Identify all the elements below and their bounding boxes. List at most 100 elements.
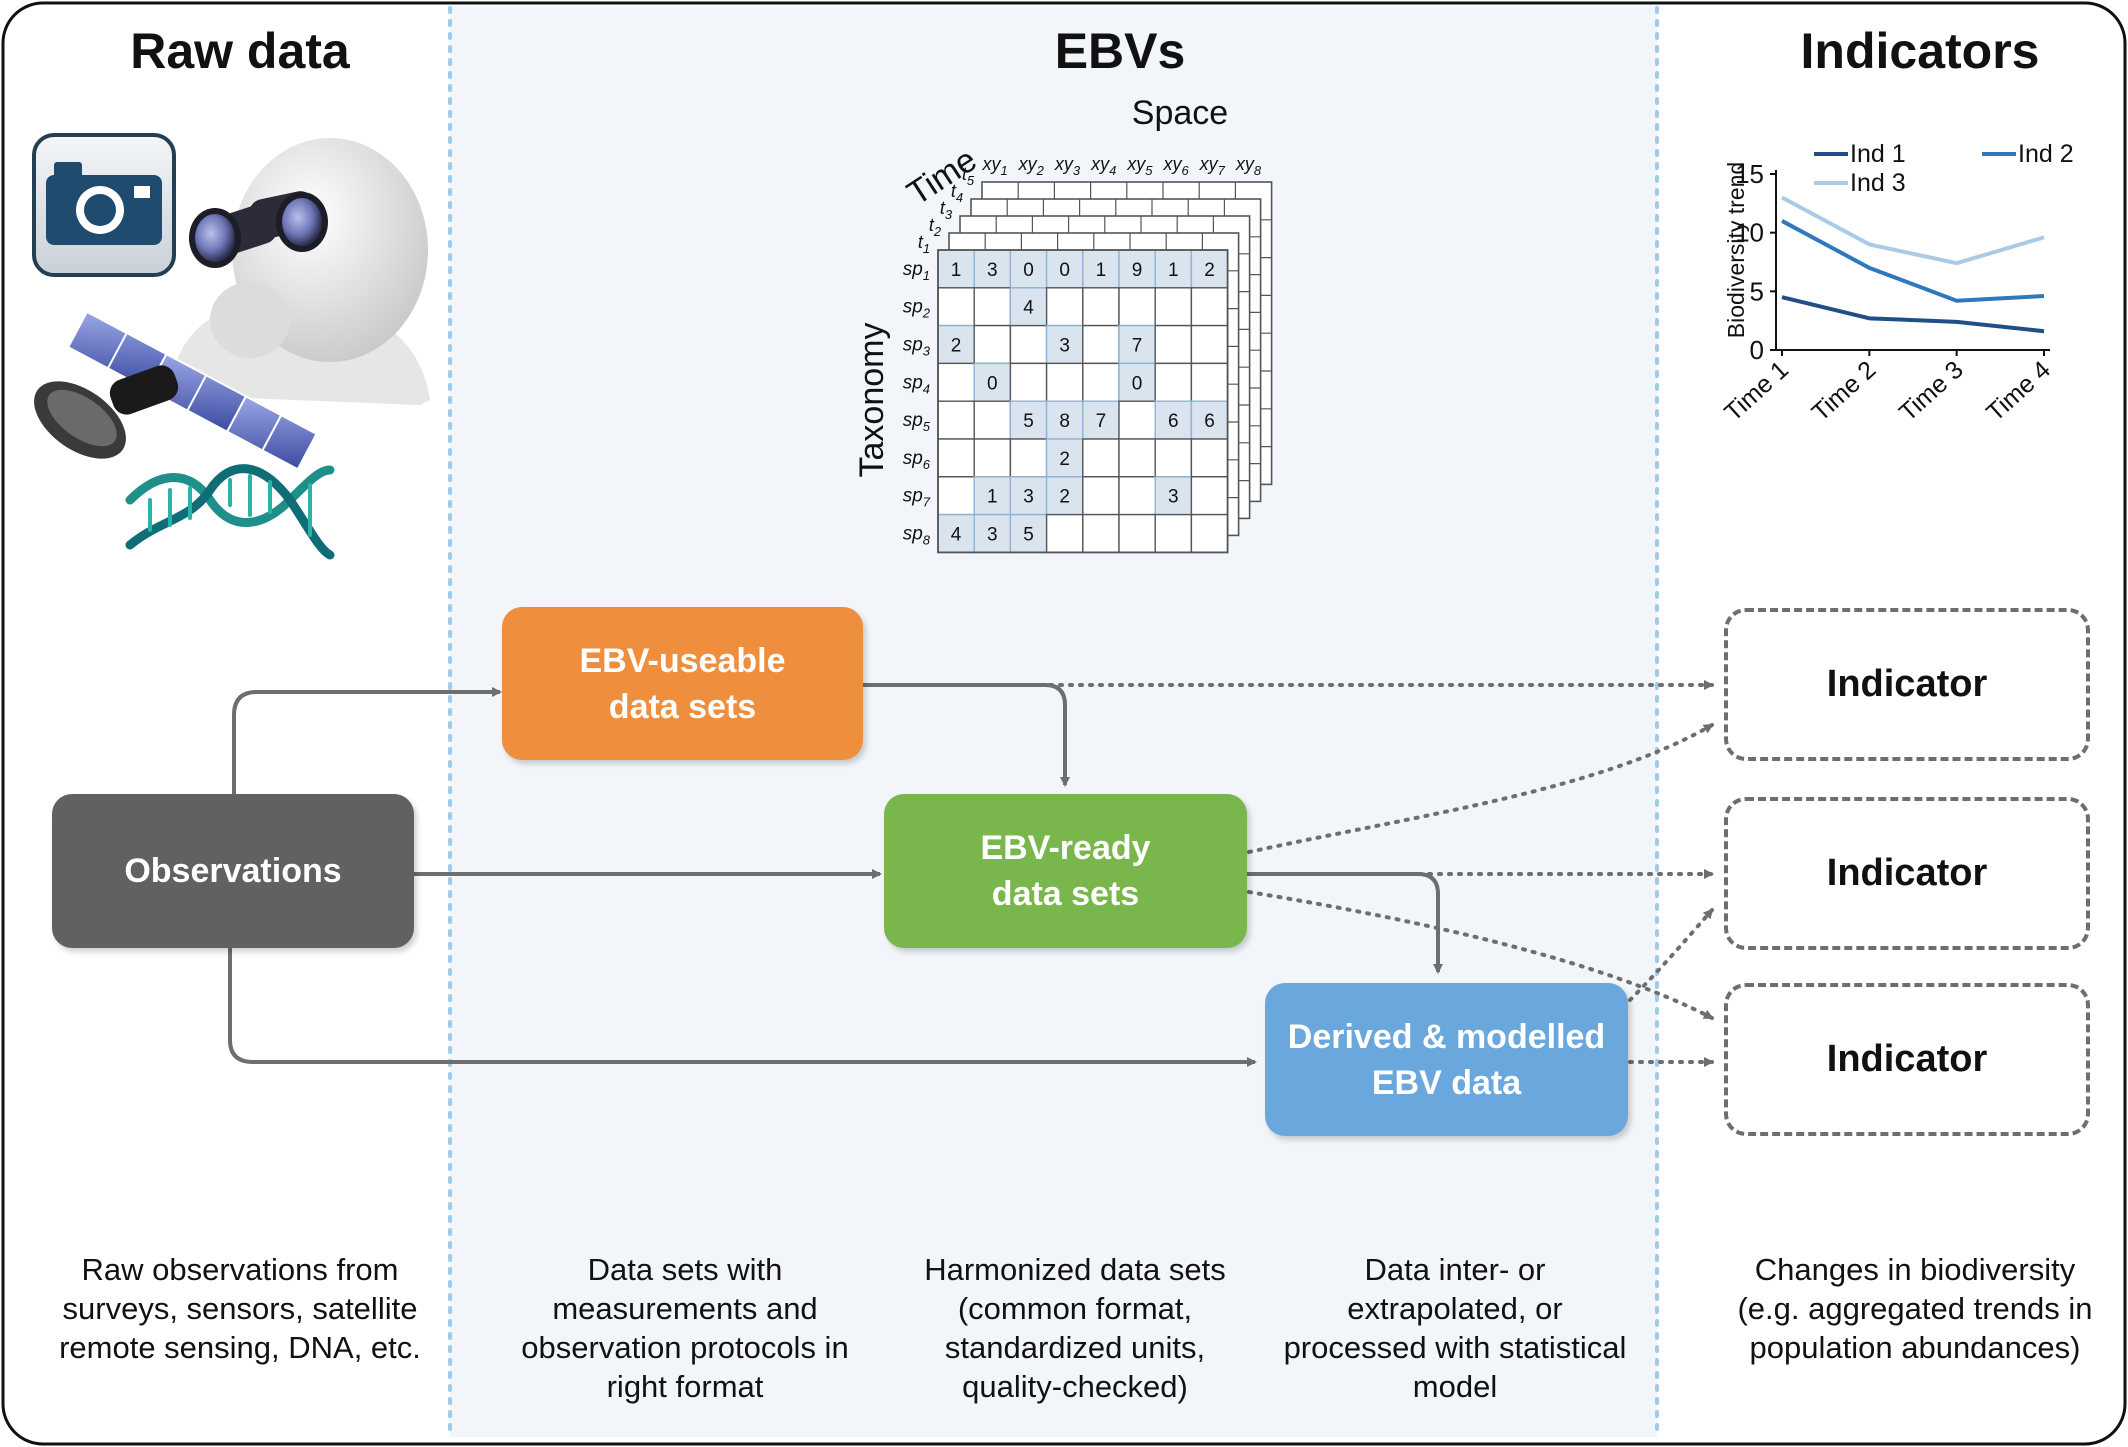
species-label: sp8 [903,524,931,548]
chart-y-axis-label: Biodiversity trend [1723,162,1749,338]
cube-cell [1190,287,1229,327]
cube-cell [1082,438,1120,478]
cube-cell [1154,362,1193,402]
cube-value: 0 [1132,373,1143,394]
cube-value: 6 [1204,411,1215,432]
cube-cell [1009,513,1048,554]
cube-cell [1045,287,1084,327]
ebvs-title: EBVs [1054,23,1186,79]
species-label: sp4 [903,372,930,396]
binoculars-person-icon [170,138,430,405]
ready-line-2: data sets [991,875,1140,913]
species-label: sp6 [903,448,931,472]
cube-value: 3 [1023,487,1034,508]
cube-value: 6 [1168,411,1179,432]
space-tick-label: xy6 [1162,154,1189,178]
caption-ready: Harmonized data sets (common format, sta… [880,1250,1270,1406]
cube-cell [1154,438,1193,478]
cube-cell [1190,476,1229,516]
caption-useable-line: right format [606,1369,764,1404]
cube-value: 4 [1023,298,1034,319]
dotted-derived-to-indicator-2 [1628,908,1714,1002]
indicator-box-3: Indicator [1724,983,2090,1136]
caption-raw-line: surveys, sensors, satellite [62,1291,418,1326]
cube-cell [1154,324,1193,365]
species-label: sp3 [903,335,931,359]
cube-cell [1082,476,1120,516]
caption-raw-line: remote sensing, DNA, etc. [59,1330,421,1365]
indicator-label-1: Indicator [1826,663,1988,705]
caption-useable-line: measurements and [552,1291,818,1326]
cube-cell [1154,513,1193,554]
arrow-observations-to-derived [228,948,1257,1067]
caption-ready-line: (common format, [957,1291,1193,1326]
cube-cell [1009,324,1048,365]
cube-value: 1 [987,487,998,508]
species-label: sp5 [903,410,931,434]
cube-cell [973,287,1012,327]
space-tick-label: xy4 [1090,154,1116,178]
chart-legend-label: Ind 3 [1850,169,1906,197]
space-tick-label: xy7 [1199,154,1226,178]
cube-value: 9 [1132,260,1143,281]
caption-derived-line: processed with statistical [1283,1330,1627,1365]
caption-indicators: Changes in biodiversity (e.g. aggregated… [1715,1250,2115,1367]
time-tick-label: t1 [918,232,930,256]
cube-cell [1082,287,1120,327]
cube-value: 5 [1023,411,1034,432]
chart-legend-label: Ind 2 [2018,140,2074,168]
indicators-title: Indicators [1800,23,2040,79]
derived-ebv-box: Derived & modelled EBV data [1265,983,1628,1136]
caption-useable: Data sets with measurements and observat… [490,1250,880,1406]
camera-icon [32,133,176,277]
cube-cell [1009,400,1048,440]
space-axis-label: Space [1132,94,1228,132]
caption-indicators-line: (e.g. aggregated trends in [1737,1291,2093,1326]
time-tick-label: t5 [962,164,975,188]
cube-cell [1045,438,1084,478]
cube-cell [937,362,975,402]
space-tick-label: xy3 [1054,154,1081,178]
cube-cell [1082,249,1120,289]
cube-cell [1009,438,1048,478]
dna-icon [125,464,335,560]
space-tick-label: xy5 [1126,154,1153,178]
cube-cell [1045,513,1084,554]
cube-value: 4 [951,525,962,546]
cube-value: 7 [1096,411,1107,432]
cube-cell [1082,362,1120,402]
arrow-useable-to-ready [863,683,1070,787]
cube-value: 5 [1023,525,1034,546]
dotted-ready-to-indicator-3 [1247,890,1714,1020]
cube-cell [1082,513,1120,554]
cube-value: 8 [1059,411,1070,432]
cube-cell [1190,513,1229,554]
cube-cell [973,400,1012,440]
space-tick-label: xy1 [981,154,1007,178]
chart-series-line [1781,295,2045,334]
species-label: sp7 [903,486,931,510]
solid-arrows [228,683,1443,1067]
derived-line-2: EBV data [1371,1063,1522,1102]
time-tick-label: t3 [940,198,953,222]
caption-indicators-line: population abundances) [1749,1330,2081,1365]
cube-cell [937,400,975,440]
cube-cell [937,438,975,478]
cube-value: 2 [1059,487,1070,508]
cube-value: 7 [1132,336,1143,357]
cube-value: 1 [1096,260,1107,281]
indicator-box-1: Indicator [1724,608,2090,761]
useable-line-2: data sets [608,687,757,726]
chart-y-tick-label: 15 [1735,159,1764,189]
caption-indicators-line: Changes in biodiversity [1754,1252,2076,1287]
ebv-useable-box: EBV-useable data sets [502,607,863,760]
cube-value: 2 [1059,449,1070,470]
taxonomy-axis-label: Taxonomy [853,323,891,478]
cube-cell [1190,400,1229,440]
cube-value: 1 [951,260,962,281]
cube-cell [1190,324,1229,365]
cube-cell [1190,362,1229,402]
